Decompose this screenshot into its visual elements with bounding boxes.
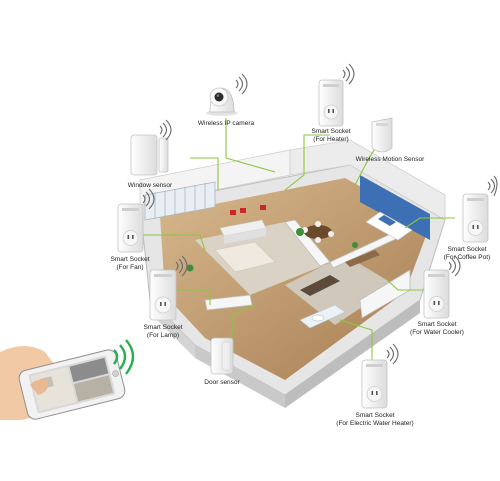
heater-connector	[284, 134, 330, 191]
bedroom-wall	[360, 175, 430, 240]
label-smart-socket-lamp: Smart Socket (For Lamp)	[133, 324, 193, 340]
water-heater-socket-line2: (For Electric Water Heater)	[336, 420, 414, 427]
smart-socket-water-cooler	[423, 255, 461, 319]
wall-back-right	[289, 139, 446, 221]
smart-socket-fan	[117, 188, 155, 253]
home-button	[112, 370, 119, 377]
wireless-motion-sensor	[371, 117, 393, 153]
rug	[214, 241, 276, 273]
label-window-sensor: Window sensor	[120, 182, 180, 190]
heater-socket-line1: Smart Socket	[311, 128, 351, 135]
window-sensor-label-text: Window sensor	[127, 182, 173, 189]
wifi-signal-icon	[159, 119, 172, 141]
label-smart-socket-fan: Smart Socket (For Fan)	[100, 256, 160, 272]
lamp-connector	[176, 289, 211, 305]
coffee-socket-line1: Smart Socket	[447, 246, 487, 253]
plants	[186, 228, 358, 272]
label-wireless-ip-camera: Wireless IP camera	[186, 120, 266, 128]
cooler-connector	[384, 277, 424, 291]
door-sensor	[210, 337, 234, 375]
motion-sensor-label-text: Wireless Motion Sensor	[355, 156, 425, 163]
label-wireless-motion-sensor: Wireless Motion Sensor	[345, 156, 435, 164]
wifi-signal-icon	[142, 188, 155, 210]
heater-socket-line2: (For Heater)	[313, 136, 349, 143]
water-heater-socket-line1: Smart Socket	[355, 412, 395, 419]
lamp-socket-line2: (For Lamp)	[146, 332, 180, 339]
fan-connector	[143, 234, 206, 251]
thumb	[30, 379, 49, 395]
fan-socket-line2: (For Fan)	[116, 264, 144, 271]
fan-socket-line1: Smart Socket	[110, 256, 150, 263]
label-smart-socket-water-heater: Smart Socket (For Electric Water Heater)	[330, 412, 420, 428]
label-door-sensor: Door sensor	[192, 379, 252, 387]
wireless-ip-camera	[206, 73, 248, 116]
window-connector	[190, 157, 219, 190]
kitchen-floor	[285, 255, 395, 325]
balcony	[144, 181, 216, 221]
wifi-signal-icon	[448, 255, 461, 277]
lamp-socket-line1: Smart Socket	[143, 324, 183, 331]
bed	[365, 211, 413, 241]
connector-lines	[143, 118, 455, 365]
smartphone	[18, 349, 126, 420]
wifi-signal-icon	[342, 63, 355, 85]
door-sensor-label-text: Door sensor	[204, 379, 240, 386]
door-connector	[231, 304, 256, 345]
label-smart-socket-coffee-pot: Smart Socket (For Coffee Pot)	[436, 246, 498, 262]
kitchen-counter	[300, 250, 380, 296]
label-smart-socket-heater: Smart Socket (For Heater)	[301, 128, 361, 144]
cooler-socket-line1: Smart Socket	[417, 321, 457, 328]
wall-front-east	[285, 300, 420, 408]
wifi-signal-icon	[386, 343, 399, 365]
bathroom	[299, 304, 346, 329]
wifi-signal-icon	[235, 73, 248, 95]
camera-connector	[225, 118, 276, 173]
coffee-socket-line2: (For Coffee Pot)	[443, 254, 491, 261]
smart-socket-coffee-pot	[462, 175, 498, 243]
label-smart-socket-water-cooler: Smart Socket (For Water Cooler)	[404, 321, 470, 337]
red-chairs	[230, 205, 266, 215]
camera-label-text: Wireless IP camera	[197, 120, 255, 127]
smart-socket-heater	[318, 63, 355, 127]
phone-wifi-signal-icon	[113, 339, 135, 375]
smart-socket-water-heater	[361, 343, 399, 409]
sofa	[219, 219, 267, 244]
dining-table	[302, 221, 334, 243]
house-floorplan	[139, 139, 446, 408]
coffee-connector	[404, 217, 455, 229]
window-sensor	[130, 119, 172, 176]
balcony-rails	[154, 183, 206, 218]
smart-socket-lamp	[149, 255, 188, 321]
wifi-signal-icon	[175, 255, 188, 277]
wifi-signal-icon	[487, 175, 498, 197]
hand-holding-phone	[0, 339, 135, 420]
water-heater-connector	[339, 319, 373, 365]
cooler-socket-line2: (For Water Cooler)	[410, 329, 464, 336]
